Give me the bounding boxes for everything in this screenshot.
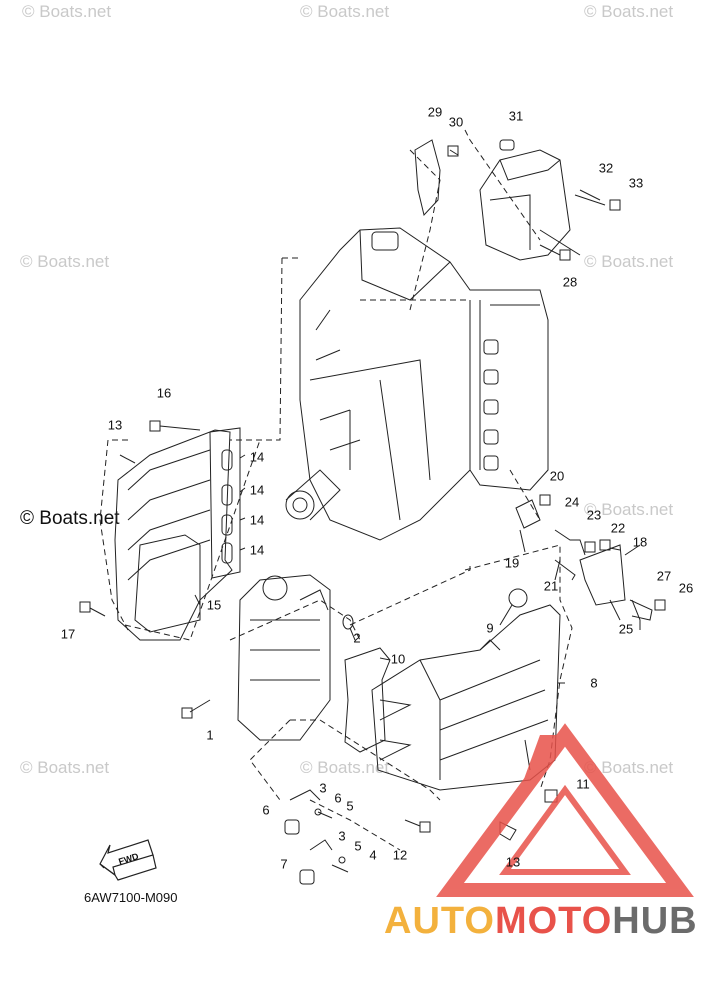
callout-4: 5	[346, 798, 354, 814]
callout-14: 14	[249, 449, 265, 465]
callout-14: 14	[249, 482, 265, 498]
logo-part-moto: MOTO	[494, 900, 613, 942]
callout-25: 25	[618, 621, 634, 637]
watermark: © Boats.net	[20, 508, 120, 529]
callout-29: 29	[427, 104, 443, 120]
automotohub-logo-text: AUTOMOTOHUB	[384, 900, 698, 943]
callout-6: 6	[262, 802, 270, 818]
callout-28: 28	[562, 274, 578, 290]
callout-2: 2	[353, 630, 361, 646]
watermark: © Boats.net	[584, 758, 674, 777]
callout-20: 20	[549, 468, 565, 484]
callout-22: 22	[610, 520, 626, 536]
watermark: © Boats.net	[584, 2, 674, 21]
cylinder-block	[285, 227, 549, 541]
callout-31: 31	[508, 108, 524, 124]
callout-4: 4	[369, 847, 377, 863]
exhaust-cover	[114, 429, 233, 641]
callout-17: 17	[60, 626, 76, 642]
callout-30: 30	[448, 114, 464, 130]
callout-5: 5	[354, 838, 362, 854]
callout-5: 6	[334, 790, 342, 806]
callout-12: 13	[505, 854, 521, 870]
callout-33: 33	[628, 175, 644, 191]
exhaust-gasket	[209, 427, 241, 579]
callout-19: 19	[504, 555, 520, 571]
callout-24: 24	[564, 494, 580, 510]
callout-6: 7	[280, 856, 288, 872]
watermark: © Boats.net	[584, 252, 674, 271]
automotohub-logo-mark	[436, 723, 694, 897]
ignition-module	[414, 139, 606, 261]
watermark: © Boats.net	[300, 2, 390, 21]
diagram-code: 6AW7100-M090	[84, 890, 178, 905]
watermark: © Boats.net	[22, 2, 112, 21]
callout-3: 3	[338, 828, 346, 844]
intake-manifold	[371, 588, 561, 791]
callout-14: 14	[249, 542, 265, 558]
callout-26: 26	[678, 580, 694, 596]
callout-27: 27	[656, 568, 672, 584]
logo-part-hub: HUB	[612, 900, 698, 942]
callout-1: 1	[206, 727, 214, 743]
callout-leaders	[119, 454, 641, 684]
fwd-arrow: FWD	[99, 839, 157, 881]
callout-15: 15	[206, 597, 222, 613]
callout-7: 8	[590, 675, 598, 691]
callout-9: 10	[390, 651, 406, 667]
callout-16: 16	[156, 385, 172, 401]
callout-14: 14	[249, 512, 265, 528]
callout-10: 11	[576, 776, 590, 792]
bolts	[79, 145, 666, 885]
callout-11: 12	[392, 847, 408, 863]
intake-gasket	[344, 647, 391, 753]
intake-adapter	[237, 574, 354, 741]
callout-3: 3	[319, 780, 327, 796]
callout-13: 13	[107, 417, 123, 433]
leader-lines	[99, 129, 573, 851]
watermark: © Boats.net	[20, 758, 110, 777]
callout-8: 9	[486, 620, 494, 636]
callout-21: 21	[543, 578, 559, 594]
callout-32: 32	[598, 160, 614, 176]
solenoid-bracket	[515, 499, 653, 630]
callout-23: 23	[586, 507, 602, 523]
watermark: © Boats.net	[20, 252, 110, 271]
watermark: © Boats.net	[300, 758, 390, 777]
callout-18: 18	[632, 534, 648, 550]
logo-part-auto: AUTO	[384, 900, 495, 942]
watermark: © Boats.net	[584, 500, 674, 519]
